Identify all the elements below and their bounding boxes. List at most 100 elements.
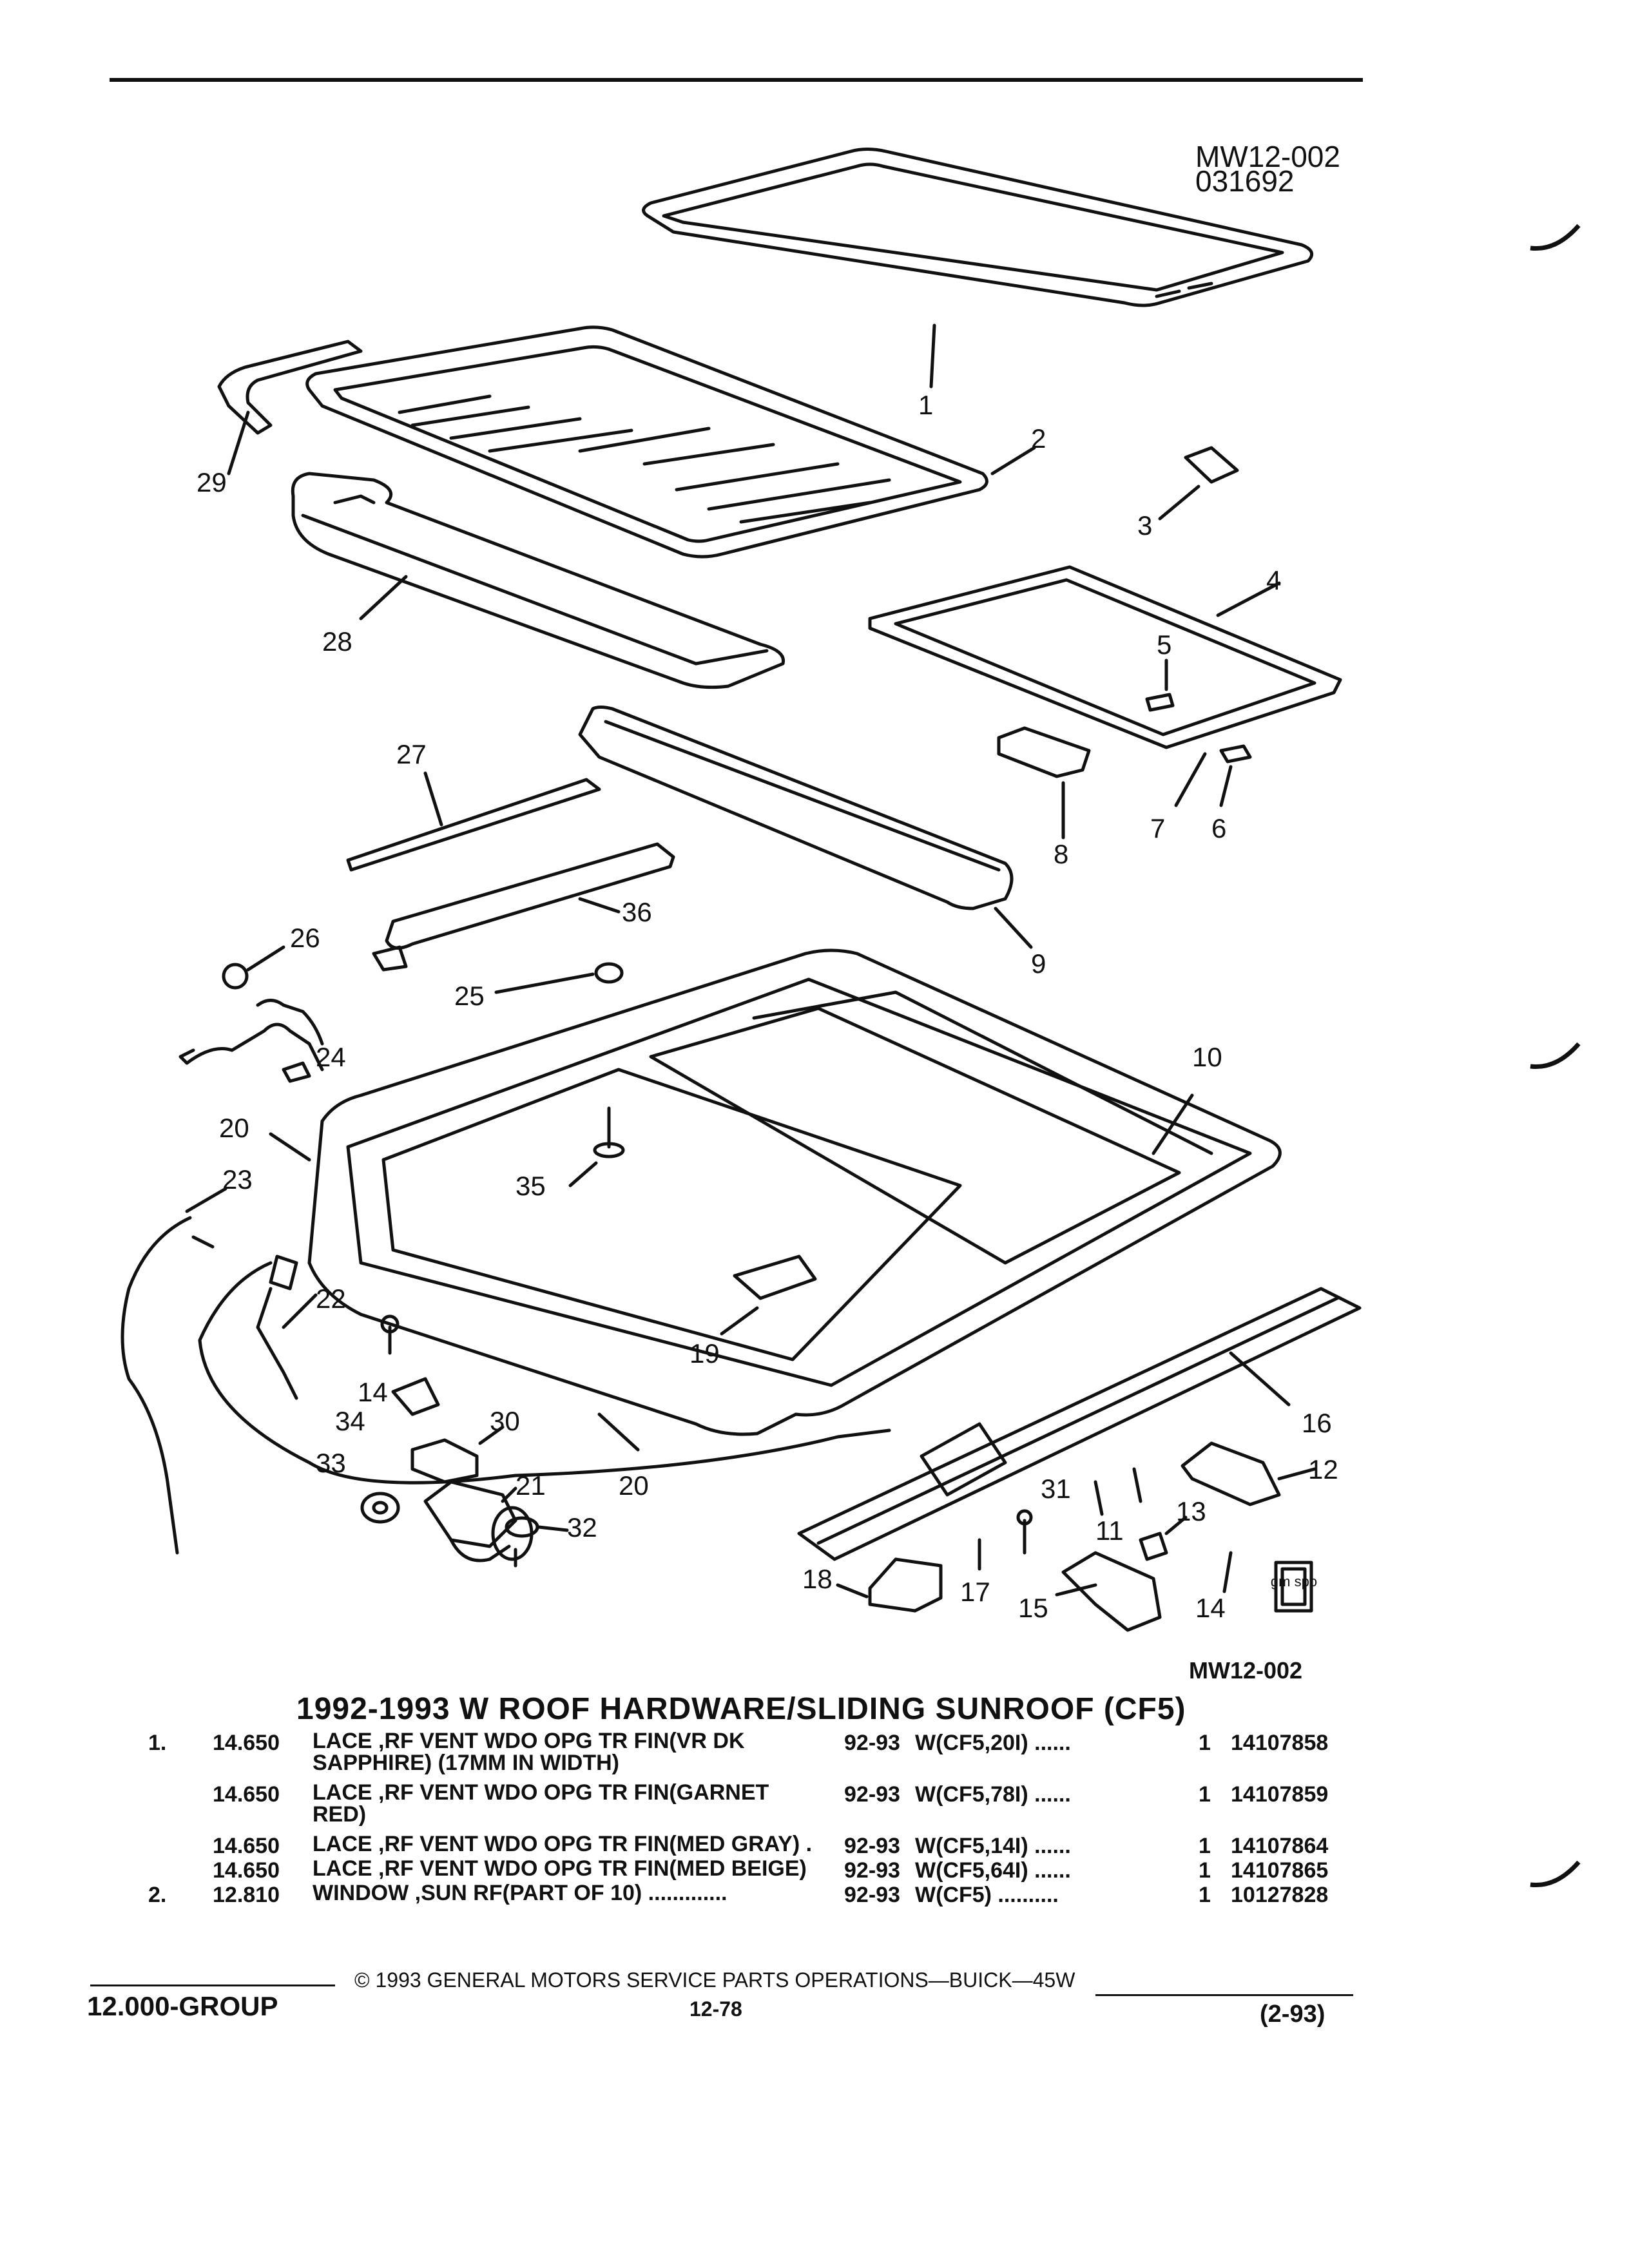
application: W(CF5,20I) ...... [915,1731,1071,1755]
callout-13: 13 [1176,1496,1206,1526]
footer-group: 12.000-GROUP [87,1991,278,2021]
model-years: 92-93 [844,1834,900,1858]
callout-5: 5 [1157,629,1172,660]
part-code: 14.650 [213,1858,280,1883]
part-number: 14107865 [1231,1858,1329,1883]
part-3-clip [1158,446,1239,521]
callout-24: 24 [316,1042,346,1072]
model-years: 92-93 [844,1858,900,1883]
callout-31: 31 [1041,1474,1071,1504]
footer-revision: (2-93) [1260,2001,1325,2028]
callout-22: 22 [316,1283,346,1314]
top-rule [110,78,1363,82]
quantity: 1 [1199,1883,1211,1907]
callout-21: 21 [516,1470,546,1501]
application: W(CF5) .......... [915,1883,1059,1907]
parts-row: 14.650 LACE ,RF VENT WDO OPG TR FIN(MED … [148,1833,1437,1864]
callout-19: 19 [689,1338,720,1369]
part-number: 10127828 [1231,1883,1329,1907]
callout-6: 6 [1211,813,1227,843]
callout-20b: 20 [619,1470,649,1501]
model-years: 92-93 [844,1731,900,1755]
quantity: 1 [1199,1858,1211,1883]
callout-35: 35 [516,1171,546,1201]
binder-mark-top [1530,224,1581,251]
part-29-corner [217,340,363,476]
footer-page-number: 12-78 [689,1997,742,2021]
part-20-leader [269,1132,311,1162]
part-10-housing [307,948,1282,1436]
part-1-lace [642,148,1314,389]
part-18-module [836,1557,943,1613]
part-28-deflector [291,472,786,689]
item-number: 2. [148,1883,167,1907]
part-number: 14107864 [1231,1834,1329,1858]
part-2-window [305,325,1036,559]
quantity: 1 [1199,1731,1211,1755]
part-14b-screw [1222,1551,1233,1593]
quantity: 1 [1199,1782,1211,1807]
parts-14-30-34 [380,1314,505,1484]
callout-15: 15 [1018,1593,1048,1623]
part-36-bracket [372,842,675,972]
callout-30: 30 [490,1406,520,1436]
gmspo-badge-text: gm spo [1271,1573,1317,1590]
item-number: 1. [148,1731,167,1755]
part-code: 14.650 [213,1834,280,1858]
part-26-plug [222,945,285,990]
part-12-bracket [1181,1441,1316,1506]
callout-23: 23 [222,1164,253,1195]
parts-row: 2. 12.810 WINDOW ,SUN RF(PART OF 10) ...… [148,1882,1437,1913]
parts-row: 14.650 LACE ,RF VENT WDO OPG TR FIN(MED … [148,1856,1437,1883]
binder-mark-middle [1530,1042,1581,1070]
callout-8: 8 [1054,839,1069,869]
part-20b-leader [597,1412,640,1452]
part-description: LACE ,RF VENT WDO OPG TR FIN(MED GRAY) . [313,1832,813,1856]
footer-copyright: © 1993 GENERAL MOTORS SERVICE PARTS OPER… [354,1968,1075,1992]
part-32-washer [505,1516,569,1568]
part-description: WINDOW ,SUN RF(PART OF 10) ............. [313,1881,728,1905]
callout-17: 17 [960,1577,990,1607]
part-15-bracket [1055,1551,1162,1632]
callout-34: 34 [335,1406,365,1436]
model-years: 92-93 [844,1782,900,1807]
callout-10: 10 [1192,1042,1222,1072]
callout-7: 7 [1150,813,1166,843]
callout-14a: 14 [358,1377,388,1407]
part-16-track [797,1287,1362,1561]
footer-rule-left [90,1984,335,1986]
callout-28: 28 [322,626,352,657]
callout-14b: 14 [1195,1593,1226,1623]
callout-4: 4 [1266,565,1282,595]
callout-20a: 20 [219,1113,249,1143]
parts-6-7-8 [997,726,1252,840]
callout-32: 32 [567,1512,597,1542]
callout-33: 33 [316,1448,346,1478]
callout-27: 27 [396,739,427,769]
part-code: 14.650 [213,1731,280,1755]
figure-ref-top: MW12-002 [1195,140,1340,173]
callout-16: 16 [1302,1408,1332,1438]
callout-3: 3 [1137,510,1153,541]
parts-list: 1. 14.650 LACE ,RF VENT WDO OPG TR FIN(V… [148,1730,1437,1913]
part-number: 14107859 [1231,1782,1329,1807]
part-19-latch [720,1254,817,1336]
part-description: LACE ,RF VENT WDO OPG TR FIN(GARNET RED) [313,1780,769,1827]
part-27-seal [346,771,601,872]
callout-18: 18 [802,1564,833,1594]
part-33-bushing [360,1492,400,1524]
part-9-rail [578,706,1033,949]
quantity: 1 [1199,1834,1211,1858]
application: W(CF5,78I) ...... [915,1782,1071,1807]
part-description: LACE ,RF VENT WDO OPG TR FIN(MED BEIGE) [313,1856,807,1881]
callout-2: 2 [1031,423,1046,454]
section-title: 1992-1993 W ROOF HARDWARE/SLIDING SUNROO… [296,1692,1186,1726]
part-24-harness [178,999,324,1083]
callout-26: 26 [290,923,320,953]
figure-ref-bottom: MW12-002 [1189,1657,1303,1684]
footer-rule-right [1095,1994,1353,1996]
part-code: 14.650 [213,1782,280,1807]
parts-row: 14.650 LACE ,RF VENT WDO OPG TR FIN(GARN… [148,1782,1437,1833]
callout-36: 36 [622,897,652,927]
part-35-screw [568,1106,625,1187]
